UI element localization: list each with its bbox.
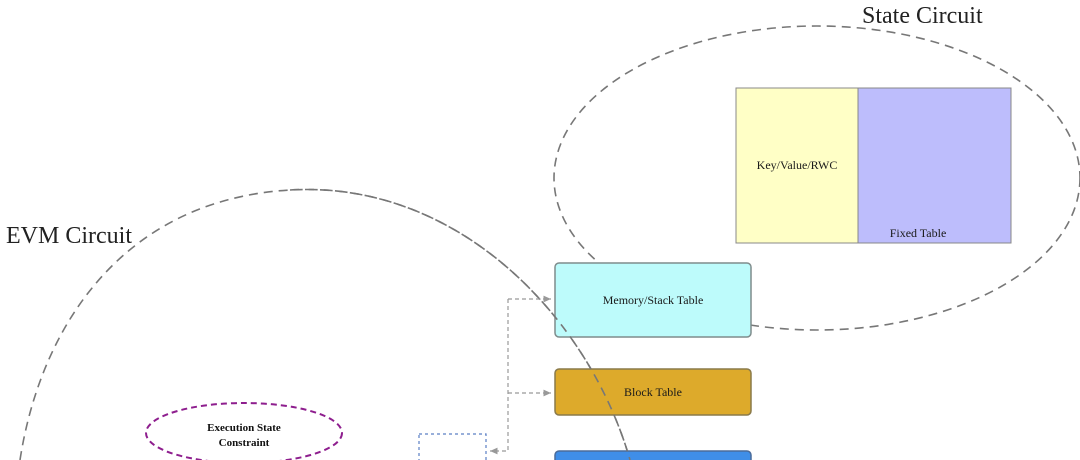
fixed-table[interactable]: Fixed Table xyxy=(857,87,1012,244)
memory-stack-table-label: Memory/Stack Table xyxy=(603,293,704,307)
memory-stack-table-box xyxy=(554,262,752,338)
block-table-box xyxy=(554,368,752,416)
execution-state-constraint[interactable]: Execution State Constraint xyxy=(145,402,343,460)
key-value-rwc-box xyxy=(735,87,859,244)
state-circuit-label: State Circuit xyxy=(862,3,983,29)
evm-circuit-label: EVM Circuit xyxy=(6,223,132,249)
execution-state-constraint-outline xyxy=(145,402,343,460)
execution-state-constraint-line1: Execution State xyxy=(207,422,281,434)
block-table[interactable]: Block Table xyxy=(554,368,752,416)
lookup-box xyxy=(418,433,487,460)
block-table-label: Block Table xyxy=(624,385,682,399)
execution-state-constraint-line2: Constraint xyxy=(219,437,270,449)
key-value-rwc-label: Key/Value/RWC xyxy=(757,158,838,172)
bottom-table-box xyxy=(554,450,752,460)
fixed-table-box xyxy=(857,87,1012,244)
evm-circuit-outline-overlay xyxy=(289,188,631,460)
connector-vertical xyxy=(490,299,509,455)
state-circuit-outline xyxy=(553,25,1080,331)
bottom-table[interactable] xyxy=(554,450,752,460)
key-value-rwc-table[interactable]: Key/Value/RWC xyxy=(735,87,859,244)
fixed-table-label: Fixed Table xyxy=(890,226,947,240)
memory-stack-table[interactable]: Memory/Stack Table xyxy=(554,262,752,338)
